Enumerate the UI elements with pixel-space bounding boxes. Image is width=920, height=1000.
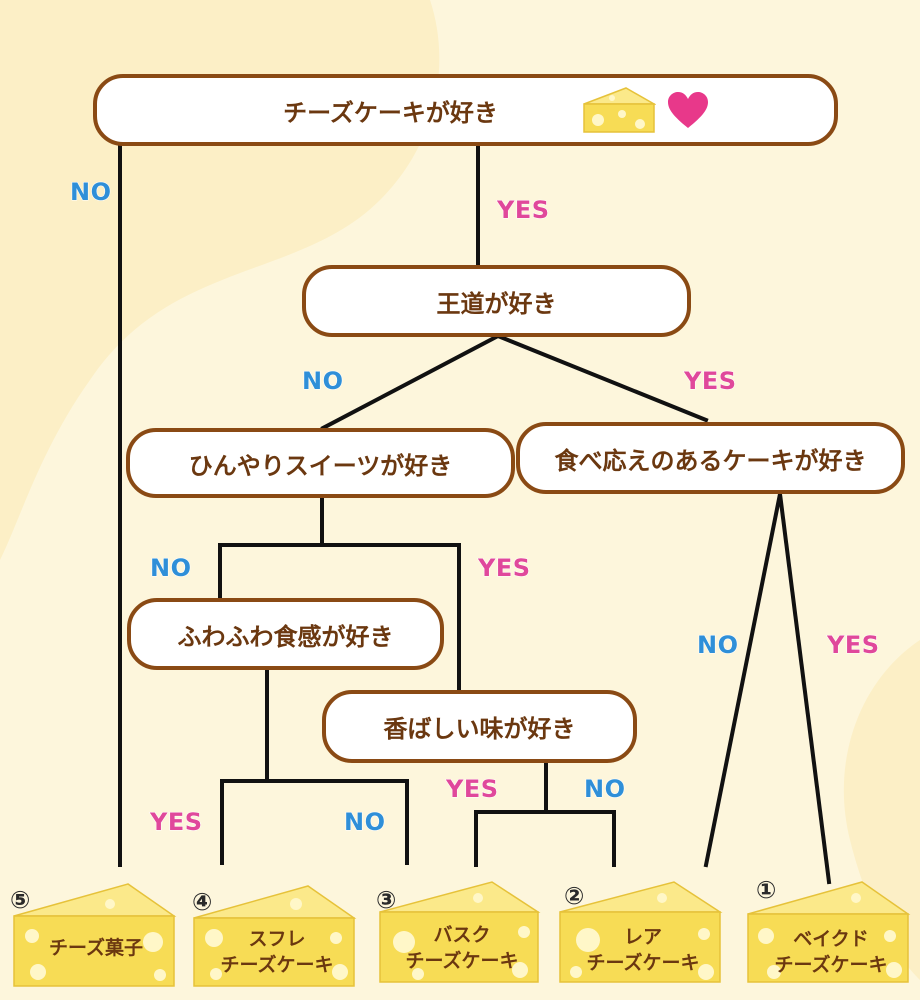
question-text: チーズケーキが好き — [283, 98, 498, 127]
result-name: ベイクド チーズケーキ — [748, 926, 914, 978]
cheese-icon — [583, 87, 656, 133]
cheese-icon — [193, 885, 357, 987]
cheese-icon — [13, 883, 177, 987]
result-name-line2: チーズケーキ — [586, 952, 700, 974]
question-node-cheesecake: チーズケーキが好き — [93, 74, 838, 146]
result-cheese-snack: ⑤ チーズ菓子 — [8, 880, 178, 990]
label-yes: YES — [478, 554, 531, 583]
result-number: ① — [756, 876, 777, 904]
result-souffle-cheesecake: ④ スフレ チーズケーキ — [190, 880, 360, 990]
result-basque-cheesecake: ③ バスク チーズケーキ — [374, 878, 544, 988]
label-yes: YES — [150, 808, 203, 837]
question-text: 王道が好き — [436, 289, 557, 318]
question-node-filling-cake: 食べ応えのあるケーキが好き — [516, 422, 905, 494]
result-number: ⑤ — [10, 886, 31, 914]
question-text: ひんやりスイーツが好き — [188, 451, 453, 480]
result-name-line1: チーズ菓子 — [48, 937, 144, 959]
question-text: 食べ応えのあるケーキが好き — [554, 446, 867, 475]
result-name-line1: スフレ — [248, 928, 306, 950]
result-number: ④ — [192, 888, 213, 916]
label-no: NO — [697, 631, 739, 660]
question-node-toasty: 香ばしい味が好き — [322, 690, 637, 763]
result-rare-cheesecake: ② レア チーズケーキ — [556, 878, 726, 988]
label-yes: YES — [446, 775, 499, 804]
result-name: チーズ菓子 — [14, 935, 178, 961]
result-name-line2: チーズケーキ — [405, 950, 519, 972]
question-node-cold-sweets: ひんやりスイーツが好き — [126, 428, 515, 498]
label-no: NO — [584, 775, 626, 804]
result-number: ② — [564, 882, 585, 910]
result-name-line2: チーズケーキ — [774, 954, 888, 976]
label-no: NO — [70, 178, 112, 207]
label-yes: YES — [827, 631, 880, 660]
question-node-fluffy: ふわふわ食感が好き — [127, 598, 444, 670]
result-name-line2: チーズケーキ — [220, 954, 334, 976]
cheese-icon — [747, 881, 911, 983]
label-no: NO — [344, 808, 386, 837]
result-baked-cheesecake: ① ベイクド チーズケーキ — [744, 876, 914, 986]
label-no: NO — [302, 367, 344, 396]
question-text: 香ばしい味が好き — [383, 715, 576, 743]
heart-icon — [668, 92, 708, 128]
label-yes: YES — [684, 367, 737, 396]
result-name-line1: ベイクド — [793, 928, 869, 950]
result-name: バスク チーズケーキ — [380, 922, 544, 974]
cheese-icon — [379, 881, 541, 983]
result-name-line1: レア — [623, 926, 662, 948]
label-yes: YES — [497, 196, 550, 225]
cheese-icon — [559, 881, 723, 983]
result-name: スフレ チーズケーキ — [194, 926, 360, 978]
label-no: NO — [150, 554, 192, 583]
result-name: レア チーズケーキ — [560, 924, 726, 976]
question-node-classic: 王道が好き — [302, 265, 691, 337]
result-number: ③ — [376, 886, 397, 914]
question-text: ふわふわ食感が好き — [177, 622, 394, 651]
result-name-line1: バスク — [433, 924, 491, 946]
